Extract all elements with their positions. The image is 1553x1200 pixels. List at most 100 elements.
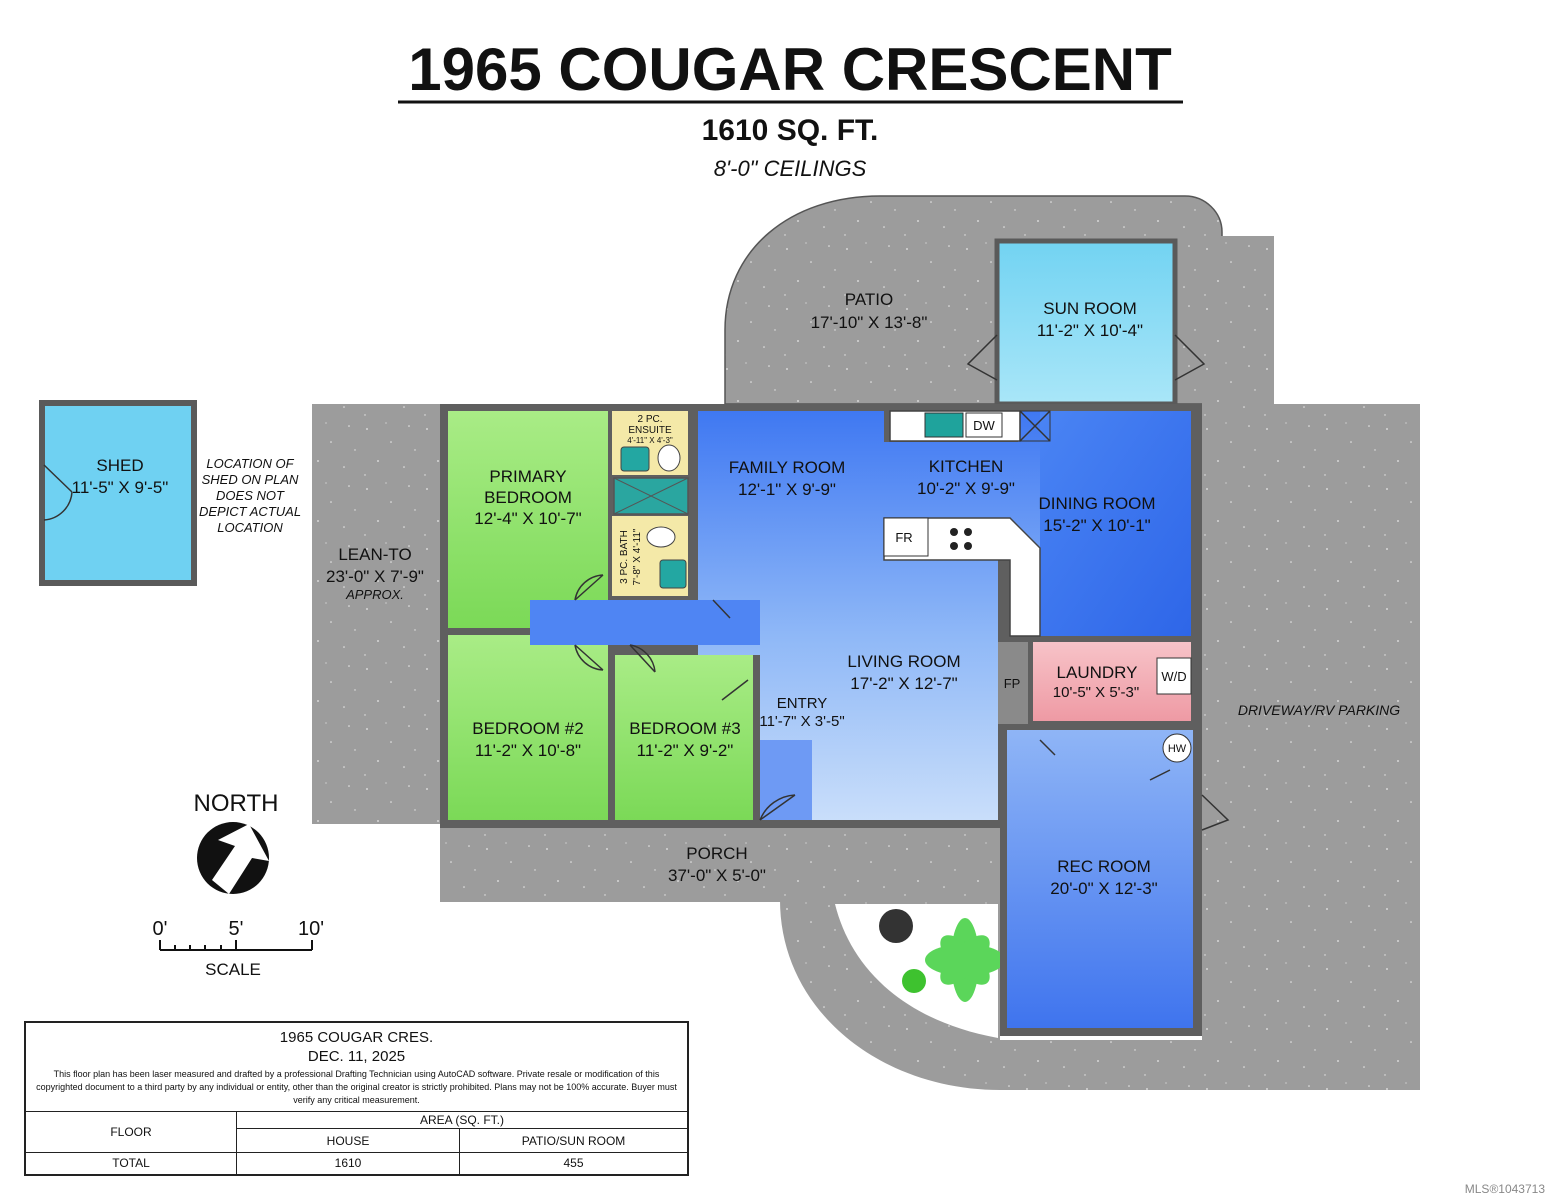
porch-area (440, 826, 1000, 902)
primary-bedroom-label-1: PRIMARY (489, 467, 566, 486)
lean-to-note: APPROX. (345, 587, 404, 602)
bath-label: 3 PC. BATH (619, 530, 630, 584)
toilet-icon (657, 444, 681, 472)
shrub-icon (879, 909, 913, 943)
sink-icon-2 (659, 559, 687, 589)
ensuite-label-1: 2 PC. (637, 414, 662, 425)
shed-room (39, 400, 197, 586)
ensuite-dims: 4'-11" X 4'-3" (627, 436, 673, 445)
dining-room (1040, 411, 1191, 636)
family-room-dims: 12'-1" X 9'-9" (738, 480, 836, 499)
sun-room-door-right-icon (1174, 334, 1206, 381)
shrub-icon-small (902, 969, 926, 993)
bedroom-3-dims: 11'-2" X 9'-2" (637, 741, 734, 760)
rec-room-dims: 20'-0" X 12'-3" (1050, 879, 1157, 898)
patio-total: 455 (563, 1156, 584, 1170)
area-table: FLOOR AREA (SQ. FT.) HOUSE PATIO/SUN ROO… (26, 1111, 687, 1174)
living-room-dims: 17'-2" X 12'-7" (850, 674, 957, 693)
house-header: HOUSE (237, 1129, 460, 1153)
washer-dryer-icon (1156, 657, 1192, 695)
bedroom-2-label: BEDROOM #2 (472, 719, 583, 738)
fern-icon (925, 918, 1005, 1002)
bedroom-2-dims: 11'-2" X 10'-8" (475, 741, 581, 760)
north-label: NORTH (194, 790, 279, 817)
north-arrow-icon (212, 824, 269, 894)
shed-note-1: LOCATION OF (206, 456, 294, 471)
family-room-label: FAMILY ROOM (729, 458, 846, 477)
hot-water-label: HW (1168, 743, 1187, 755)
ensuite-label-2: ENSUITE (628, 425, 672, 436)
bedroom-3 (615, 655, 753, 820)
dishwasher-label: DW (973, 418, 995, 433)
toilet-icon-2 (646, 526, 676, 548)
washer-dryer-label: W/D (1161, 669, 1186, 684)
lean-to-dims: 23'-0" X 7'-9" (326, 567, 424, 586)
dishwasher-icon (965, 412, 1003, 438)
hallway (530, 600, 760, 645)
shed-note-2: SHED ON PLAN (202, 472, 299, 487)
sun-room-label: SUN ROOM (1043, 299, 1137, 318)
living-room-label: LIVING ROOM (847, 652, 960, 671)
fireplace-label: FP (1004, 676, 1021, 691)
scale-tick-0: 0' (153, 918, 168, 940)
sink-icon (620, 446, 650, 472)
plan-title: 1965 COUGAR CRESCENT (408, 36, 1172, 103)
floor-header: FLOOR (26, 1111, 237, 1153)
hot-water-icon (1162, 733, 1192, 763)
shed-dims: 11'-5" X 9'-5" (72, 478, 169, 497)
kitchen-dims: 10'-2" X 9'-9" (917, 479, 1015, 498)
rec-room (1007, 730, 1193, 1028)
ceiling-height: 8'-0" CEILINGS (714, 156, 867, 181)
shed-note-5: LOCATION (217, 520, 283, 535)
title-block: 1965 COUGAR CRES. DEC. 11, 2025 This flo… (24, 1021, 689, 1176)
sun-room-door-left-icon (966, 334, 998, 381)
patio-dims: 17'-10" X 13'-8" (811, 313, 928, 332)
laundry-label: LAUNDRY (1057, 663, 1138, 682)
bedroom-3-label: BEDROOM #3 (629, 719, 740, 738)
shed-label: SHED (96, 456, 143, 475)
scale-bar (159, 940, 313, 951)
shower-lines (613, 477, 689, 515)
fridge-icon (883, 517, 929, 557)
primary-bedroom (448, 411, 608, 628)
house-total: 1610 (237, 1153, 460, 1174)
title-block-address: 1965 COUGAR CRES. (279, 1029, 434, 1046)
shed-note-4: DEPICT ACTUAL (199, 504, 301, 519)
driveway-label: DRIVEWAY/RV PARKING (1238, 702, 1400, 718)
area-header: AREA (SQ. FT.) (237, 1111, 687, 1129)
total-label: TOTAL (26, 1153, 237, 1174)
kitchen-label: KITCHEN (929, 457, 1004, 476)
primary-bedroom-dims: 12'-4" X 10'-7" (474, 509, 581, 528)
door-swings (574, 574, 1230, 831)
scale-label: SCALE (205, 960, 261, 979)
bath-dims: 7'-8" X 4'-11" (632, 528, 643, 585)
title-block-date: DEC. 11, 2025 (307, 1048, 406, 1065)
bedroom-2 (448, 635, 608, 820)
mls-watermark: MLS®1043713 (1464, 1182, 1545, 1196)
entry-label: ENTRY (777, 695, 828, 712)
scale-tick-10: 10' (298, 918, 324, 940)
lean-to-area (312, 404, 440, 824)
primary-bedroom-label-2: BEDROOM (484, 488, 572, 507)
patio-header: PATIO/SUN ROOM (460, 1129, 687, 1153)
fireplace-icon (998, 642, 1028, 724)
scale-tick-5: 5' (229, 918, 244, 940)
rec-room-label: REC ROOM (1057, 857, 1151, 876)
range-hood-icon (1019, 410, 1051, 442)
dining-room-dims: 15'-2" X 10'-1" (1043, 516, 1150, 535)
shed-door-icon (43, 464, 73, 521)
shed-note-3: DOES NOT (216, 488, 285, 503)
patio-label: PATIO (845, 290, 894, 309)
porch-label: PORCH (686, 844, 747, 863)
sun-room-dims: 11'-2" X 10'-4" (1037, 321, 1143, 340)
title-block-disclaimer: This floor plan has been laser measured … (36, 1069, 677, 1105)
entry-dims: 11'-7" X 3'-5" (759, 713, 844, 730)
kitchen-sink-icon (924, 412, 964, 438)
driveway-area (1202, 236, 1274, 406)
range-hood-box (1019, 410, 1051, 442)
fridge-label: FR (895, 530, 912, 545)
total-area: 1610 SQ. FT. (702, 114, 879, 147)
stove-icon (950, 528, 972, 550)
dining-room-label: DINING ROOM (1038, 494, 1155, 513)
